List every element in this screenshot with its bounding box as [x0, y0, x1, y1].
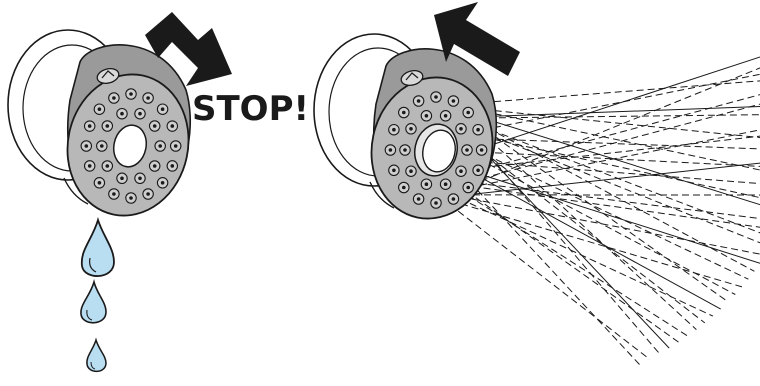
nozzle-hole	[434, 95, 438, 99]
nozzle-hole	[466, 111, 470, 115]
nozzle-hole	[444, 182, 448, 186]
spray-line	[459, 111, 760, 213]
nozzle-hole	[106, 124, 110, 128]
nozzle-hole	[174, 144, 178, 148]
nozzle-hole	[88, 164, 92, 168]
nozzle-hole	[409, 169, 413, 173]
nozzle-hole	[476, 169, 480, 173]
nozzle-hole	[153, 164, 157, 168]
left-panel-dripping: STOP!	[8, 12, 309, 371]
nozzle-hole	[112, 96, 116, 100]
nozzle-hole	[106, 164, 110, 168]
nozzle-hole	[171, 164, 175, 168]
nozzle-hole	[452, 197, 456, 201]
nozzle-hole	[402, 186, 406, 190]
spray-line	[476, 150, 748, 279]
nozzle-hole	[403, 148, 407, 152]
water-drop-icon	[82, 220, 114, 276]
nozzle-hole	[146, 192, 150, 196]
nozzle-hole	[476, 128, 480, 132]
shower-head-icon	[55, 45, 202, 227]
nozzle-hole	[120, 177, 124, 181]
spray-line	[450, 79, 760, 105]
spray-line	[459, 190, 688, 337]
nozzle-hole	[392, 128, 396, 132]
nozzle-hole	[402, 111, 406, 115]
spray-line	[466, 118, 697, 329]
nozzle-hole	[129, 196, 133, 200]
nozzle-hole	[120, 112, 124, 116]
nozzle-hole	[409, 127, 413, 131]
nozzle-hole	[417, 197, 421, 201]
nozzle-hole	[112, 192, 116, 196]
nozzle-hole	[459, 127, 463, 131]
spray-line	[441, 198, 650, 360]
nozzle-hole	[129, 92, 133, 96]
nozzle-hole	[425, 114, 429, 118]
spray-line	[476, 54, 760, 150]
nozzle-hole	[417, 99, 421, 103]
nozzle-hole	[425, 182, 429, 186]
nozzle-hole	[138, 112, 142, 116]
spray-line	[471, 172, 720, 309]
nozzle-hole	[465, 148, 469, 152]
nozzle-hole	[161, 181, 165, 185]
nozzle-hole	[98, 181, 102, 185]
stop-label: STOP!	[192, 89, 309, 129]
nozzle-hole	[389, 148, 393, 152]
nozzle-hole	[153, 124, 157, 128]
nozzle-hole	[459, 169, 463, 173]
nozzle-hole	[158, 144, 162, 148]
nozzle-hole	[434, 201, 438, 205]
spray-line	[466, 114, 760, 118]
nozzle-hole	[444, 114, 448, 118]
nozzle-hole	[85, 144, 89, 148]
nozzle-hole	[161, 107, 165, 111]
spray-line	[466, 182, 760, 222]
right-panel-spraying	[314, 2, 760, 365]
nozzle-hole	[171, 124, 175, 128]
nozzle-hole	[466, 186, 470, 190]
water-drop-icon	[87, 340, 106, 371]
spray-line	[471, 128, 760, 247]
nozzle-hole	[138, 177, 142, 181]
nozzle-hole	[100, 144, 104, 148]
nozzle-hole	[146, 96, 150, 100]
nozzle-hole	[452, 99, 456, 103]
nozzle-hole	[88, 124, 92, 128]
nozzle-hole	[480, 148, 484, 152]
nozzle-hole	[392, 169, 396, 173]
nozzle-hole	[98, 107, 102, 111]
water-drop-icon	[81, 282, 106, 323]
